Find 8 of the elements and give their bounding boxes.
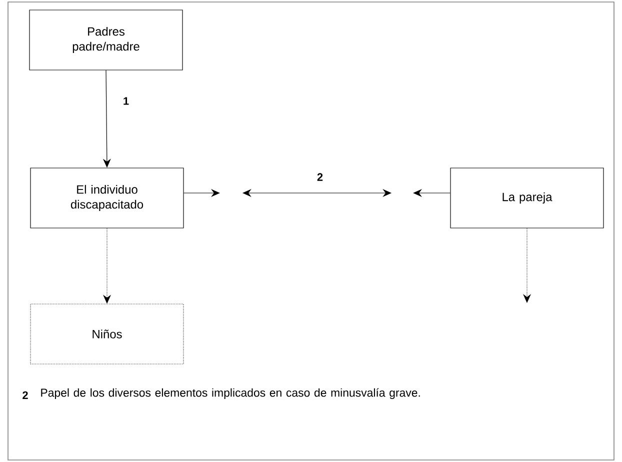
process-box: El individuo discapacitado: [30, 168, 184, 228]
edge-label: 1: [122, 96, 130, 106]
dotted-box: Niños: [30, 304, 184, 364]
footnote-text: Papel de los diversos elementos implicados en caso de minusvalía grave.: [41, 388, 420, 399]
process-box: Padres padre/madre: [29, 10, 183, 70]
edge-label: 2: [316, 172, 324, 182]
process-box: La pareja: [450, 168, 604, 228]
footnote-number: 2: [22, 391, 28, 399]
